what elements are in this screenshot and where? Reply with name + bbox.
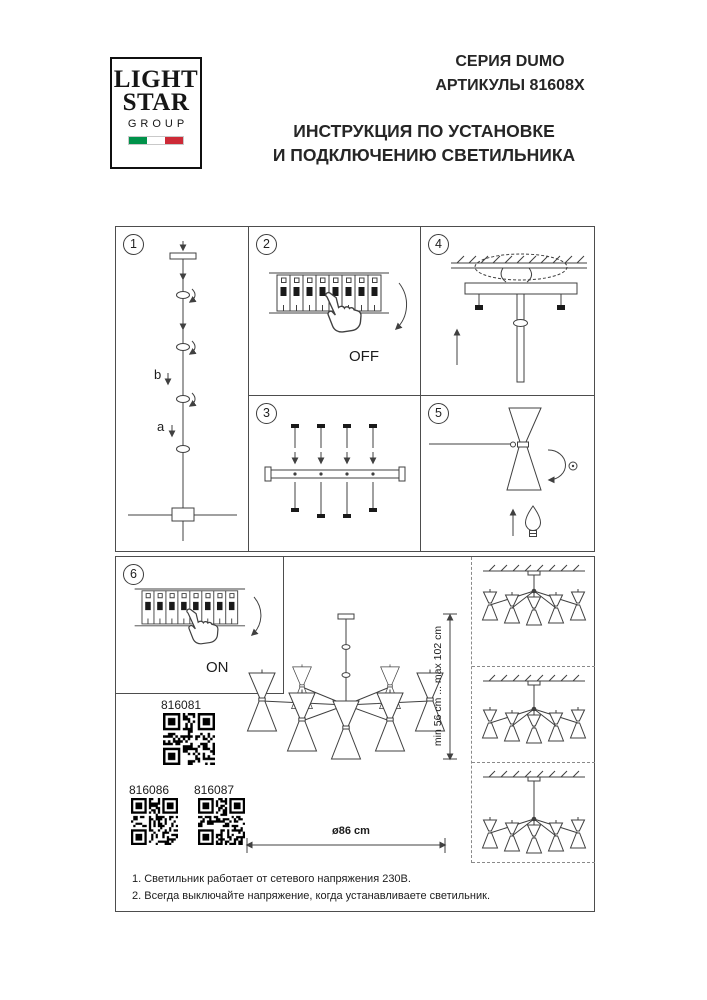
qr-code-2 bbox=[131, 798, 178, 845]
chandelier-variant-3-diagram bbox=[482, 770, 586, 854]
step-5-number: 5 bbox=[428, 403, 449, 424]
article-code-2: 816086 bbox=[129, 783, 170, 797]
step-2-panel: 2 OFF bbox=[248, 226, 421, 396]
step-5-diagram bbox=[429, 407, 578, 537]
variant-mid-height-cell bbox=[472, 667, 595, 763]
step-1-panel: 1 b a bbox=[115, 226, 249, 552]
off-label: OFF bbox=[349, 348, 379, 365]
note-2: 2. Всегда выключайте напряжение, когда у… bbox=[132, 890, 491, 902]
article-numbers: АРТИКУЛЫ 81608X bbox=[435, 77, 585, 94]
variant-max-height-cell bbox=[472, 763, 595, 863]
variant-min-height-cell bbox=[472, 557, 595, 667]
chandelier-main-diagram bbox=[247, 613, 445, 760]
step-4-number: 4 bbox=[428, 234, 449, 255]
doc-title-line2: И ПОДКЛЮЧЕНИЮ СВЕТИЛЬНИКА bbox=[272, 145, 576, 165]
article-code-3: 816087 bbox=[194, 783, 235, 797]
step-6-number: 6 bbox=[123, 564, 144, 585]
label-b: b bbox=[154, 367, 162, 382]
assembly-overview-panel: 6 ON 816081 816086 816087 bbox=[115, 556, 595, 912]
step-2-number: 2 bbox=[256, 234, 277, 255]
height-dimension-label: min 56 cm ... max 102 cm bbox=[432, 625, 444, 747]
step-2-diagram bbox=[268, 272, 407, 335]
qr-code-3 bbox=[198, 798, 245, 845]
step-6-diagram bbox=[134, 588, 262, 646]
doc-title-line1: ИНСТРУКЦИЯ ПО УСТАНОВКЕ bbox=[293, 121, 555, 141]
step-3-diagram bbox=[264, 424, 406, 518]
height-variants-column bbox=[471, 557, 595, 863]
label-a: a bbox=[157, 419, 165, 434]
chandelier-variant-2-diagram bbox=[482, 674, 586, 744]
step-1-diagram bbox=[128, 241, 237, 541]
chandelier-variant-1-diagram bbox=[482, 564, 586, 626]
step-6-panel: 6 ON bbox=[116, 557, 284, 694]
step-3-number: 3 bbox=[256, 403, 277, 424]
step-5-panel: 5 bbox=[420, 395, 595, 552]
step-3-panel: 3 bbox=[248, 395, 421, 552]
dimension-lines bbox=[245, 613, 457, 853]
step-4-panel: 4 bbox=[420, 226, 595, 396]
article-code-1: 816081 bbox=[161, 698, 202, 712]
step-1-number: 1 bbox=[123, 234, 144, 255]
note-1: 1. Светильник работает от сетевого напря… bbox=[132, 873, 411, 885]
on-label: ON bbox=[206, 659, 229, 676]
diameter-dimension-label: ø86 cm bbox=[332, 825, 370, 837]
lightstar-logo: LIGHT STAR GROUP bbox=[110, 57, 202, 169]
logo-text-star: STAR bbox=[122, 89, 190, 116]
step-4-diagram bbox=[451, 253, 587, 383]
qr-code-1 bbox=[163, 713, 215, 765]
italian-flag-stripe bbox=[128, 136, 184, 145]
logo-text-group: GROUP bbox=[127, 118, 189, 130]
series-title: СЕРИЯ DUMO bbox=[455, 53, 565, 70]
logo-text-light: LIGHT bbox=[113, 66, 199, 93]
